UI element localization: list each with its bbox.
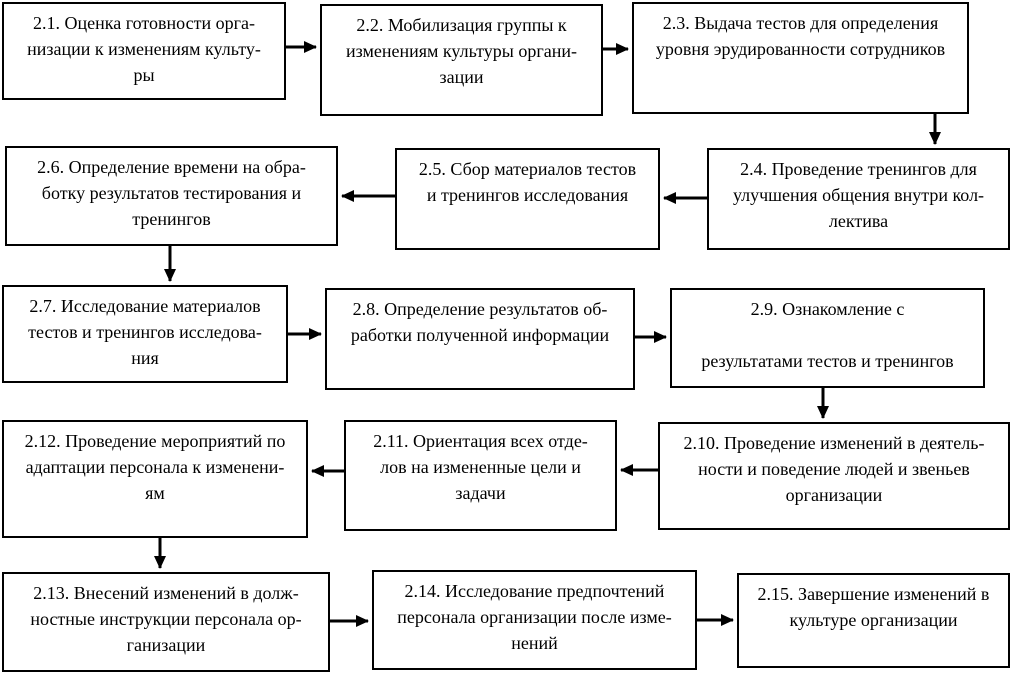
- flow-box-2-2: 2.2. Мобилизация группы к изменениям кул…: [320, 4, 603, 116]
- flow-box-2-6: 2.6. Определение времени на обра- ботку …: [5, 146, 338, 246]
- flow-box-2-14: 2.14. Исследование предпочтений персонал…: [372, 570, 697, 670]
- flow-box-2-4: 2.4. Проведение тренингов для улучшения …: [707, 148, 1010, 250]
- flow-box-2-13: 2.13. Внесений изменений в долж- ностные…: [2, 572, 330, 672]
- flow-box-2-5: 2.5. Сбор материалов тестов и тренингов …: [395, 148, 660, 250]
- flow-box-2-12: 2.12. Проведение мероприятий по адаптаци…: [2, 420, 308, 538]
- flow-box-2-15: 2.15. Завершение изменений в культуре ор…: [737, 573, 1010, 668]
- flow-box-2-9: 2.9. Ознакомление с результатами тестов …: [670, 288, 985, 388]
- flow-box-2-8: 2.8. Определение результатов об- работки…: [325, 288, 635, 390]
- flow-box-2-3: 2.3. Выдача тестов для определения уровн…: [632, 2, 969, 114]
- flow-box-2-10: 2.10. Проведение изменений в деятель- но…: [658, 422, 1010, 530]
- flow-box-2-1: 2.1. Оценка готовности орга- низации к и…: [2, 2, 286, 100]
- flow-box-2-7: 2.7. Исследование материалов тестов и тр…: [2, 285, 288, 383]
- flow-box-2-11: 2.11. Ориентация всех отде- лов на измен…: [344, 420, 617, 531]
